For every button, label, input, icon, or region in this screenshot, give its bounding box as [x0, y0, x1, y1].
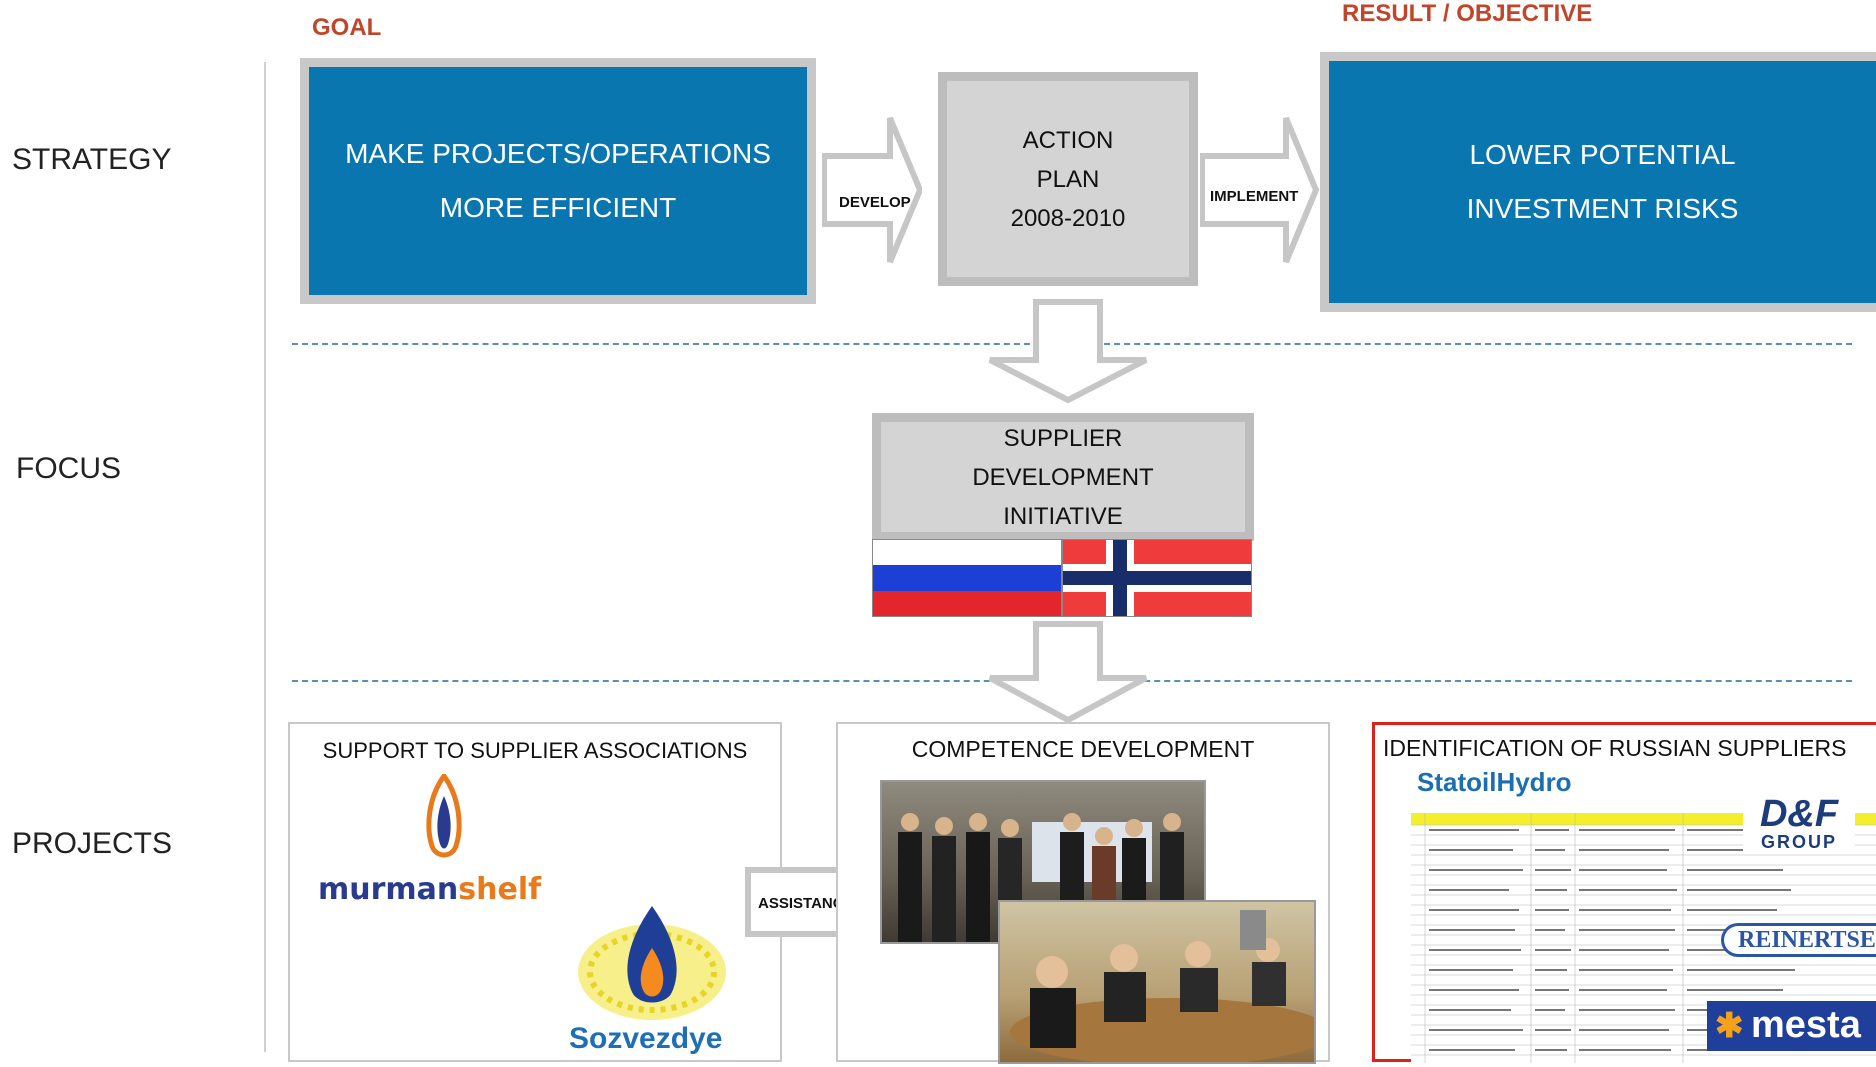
plan-line-3: 2008-2010	[1010, 204, 1126, 232]
focus-line-1: SUPPLIER	[1003, 424, 1123, 452]
row-label-strategy: STRATEGY	[12, 143, 172, 176]
mesta-logo: mesta	[1707, 1001, 1876, 1051]
sozvezdye-emblem-icon	[578, 906, 726, 1020]
plan-line-2: PLAN	[1036, 165, 1100, 193]
meeting-photo-figures	[1010, 910, 1330, 1066]
murmanshelf-flame-icon	[426, 774, 462, 858]
df-group-logo-mark: D&F	[1759, 793, 1839, 835]
identification-panel-title: IDENTIFICATION OF RUSSIAN SUPPLIERS	[1383, 735, 1847, 761]
down-arrow-1	[988, 299, 1148, 404]
supplier-initiative-box: SUPPLIER DEVELOPMENT INITIATIVE	[872, 413, 1254, 541]
murmanshelf-logo: murmanshelf	[318, 872, 542, 907]
support-associations-panel: SUPPORT TO SUPPLIER ASSOCIATIONS murmans…	[288, 722, 782, 1062]
result-line-2: INVESTMENT RISKS	[1466, 193, 1739, 224]
focus-line-3: INITIATIVE	[1003, 502, 1123, 530]
row-label-focus: FOCUS	[16, 452, 121, 485]
result-box: LOWER POTENTIAL INVESTMENT RISKS	[1320, 52, 1876, 312]
action-plan-box: ACTION PLAN 2008-2010	[938, 72, 1198, 286]
competence-development-panel: COMPETENCE DEVELOPMENT	[836, 722, 1330, 1066]
implement-arrow	[1200, 116, 1320, 264]
goal-header: GOAL	[312, 14, 382, 41]
df-group-logo-text: GROUP	[1760, 832, 1837, 852]
vertical-divider	[264, 62, 266, 1052]
goal-line-2: MORE EFFICIENT	[439, 192, 677, 223]
sozvezdye-logo: Sozvezdye	[569, 1022, 723, 1055]
goal-box: MAKE PROJECTS/OPERATIONS MORE EFFICIENT	[300, 58, 816, 304]
result-line-1: LOWER POTENTIAL	[1469, 139, 1736, 170]
russia-flag-icon	[872, 539, 1062, 617]
statoilhydro-logo: StatoilHydro	[1417, 767, 1572, 797]
meeting-photo	[998, 900, 1330, 1066]
goal-line-1: MAKE PROJECTS/OPERATIONS	[345, 138, 771, 169]
row-label-projects: PROJECTS	[12, 827, 173, 860]
develop-label: DEVELOP	[839, 194, 911, 211]
implement-label: IMPLEMENT	[1210, 188, 1299, 205]
support-panel-title: SUPPORT TO SUPPLIER ASSOCIATIONS	[322, 738, 748, 763]
focus-line-2: DEVELOPMENT	[972, 463, 1154, 491]
df-group-logo: D&F GROUP	[1743, 795, 1855, 851]
mesta-star-icon: ✱	[1715, 1007, 1744, 1045]
assistance-label: ASSISTANCE	[758, 895, 854, 912]
competence-panel-title: COMPETENCE DEVELOPMENT	[911, 736, 1255, 762]
develop-arrow	[822, 116, 922, 264]
norway-flag-icon	[1062, 539, 1252, 617]
plan-line-1: ACTION	[1022, 126, 1114, 154]
group-photo-figures	[898, 813, 1184, 942]
result-header: RESULT / OBJECTIVE	[1342, 0, 1593, 27]
down-arrow-2	[988, 621, 1148, 724]
reinertsen-logo: REINERTSEN	[1721, 923, 1876, 957]
russian-suppliers-panel: IDENTIFICATION OF RUSSIAN SUPPLIERS Stat…	[1372, 722, 1876, 1063]
